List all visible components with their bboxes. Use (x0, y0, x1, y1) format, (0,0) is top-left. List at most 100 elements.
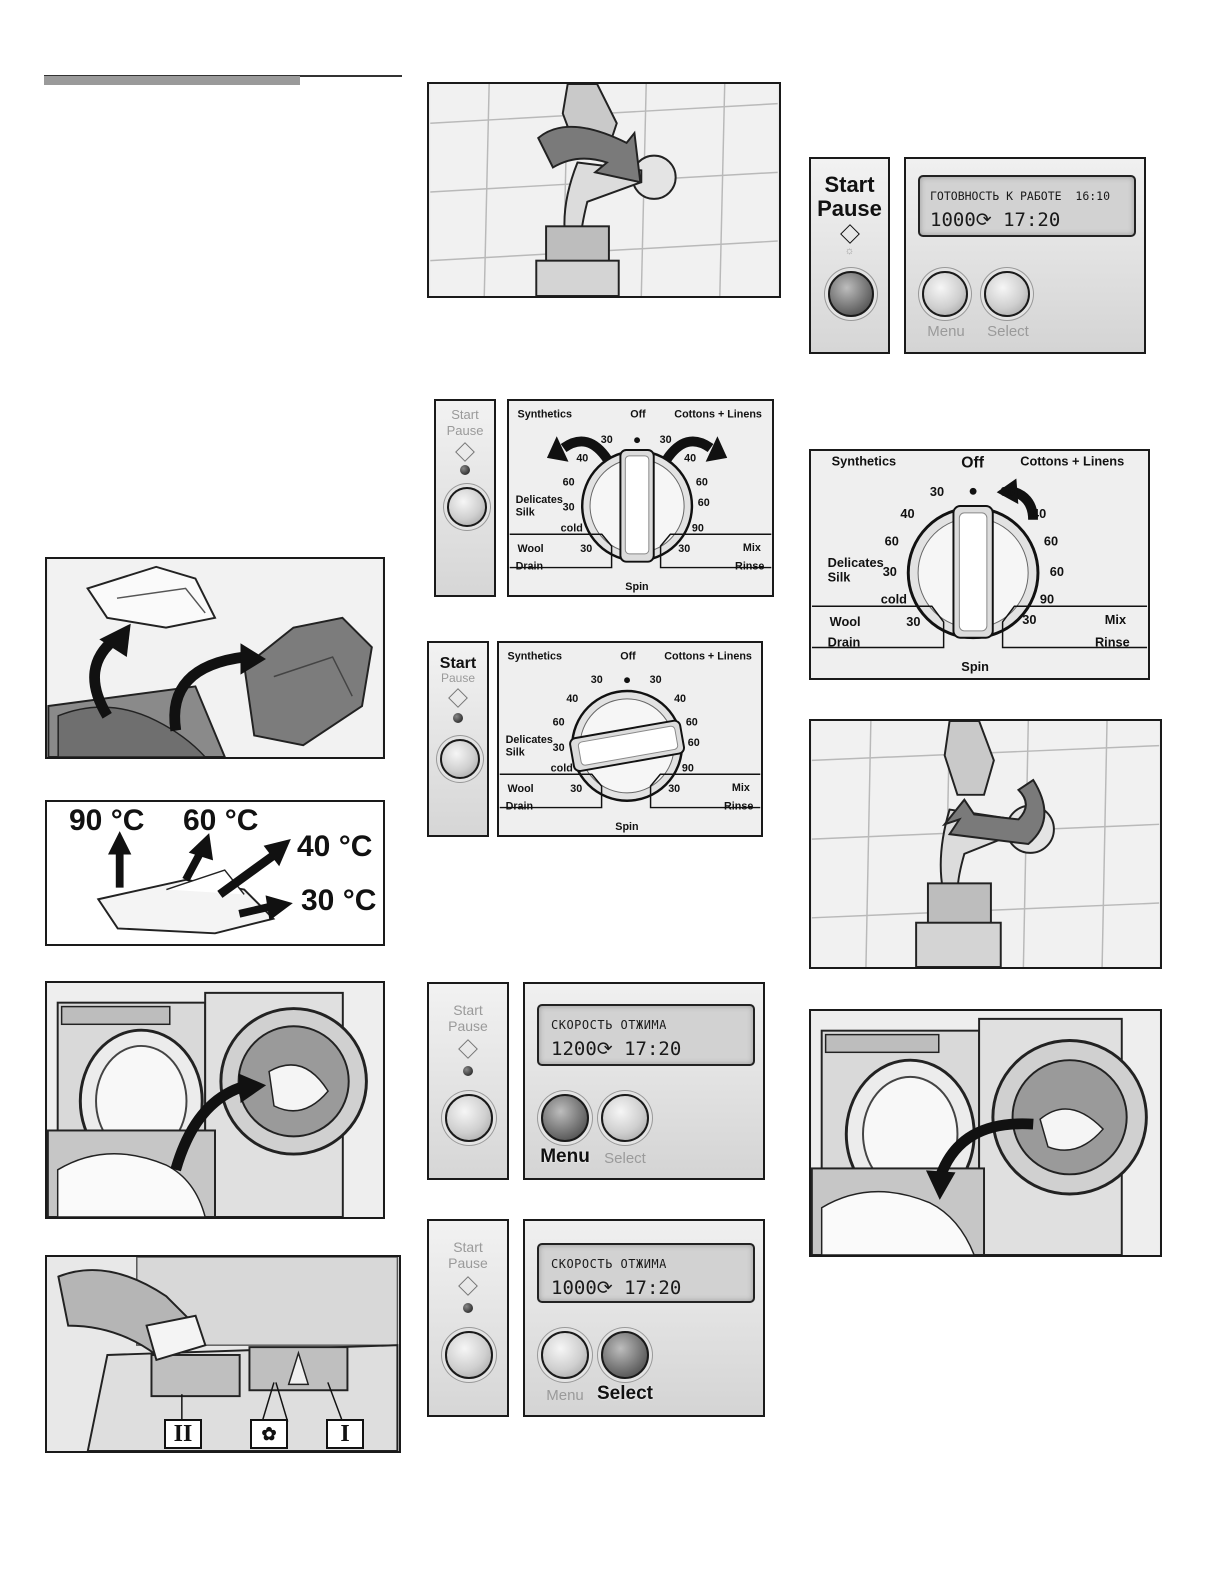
status-led (463, 1066, 473, 1076)
dial-30-label: 30 (553, 742, 565, 754)
dial-off-label: Off (620, 651, 636, 663)
dial-spin-label: Spin (615, 821, 638, 833)
washing-drum-icon (811, 1011, 1160, 1255)
dial-synthetics-label: Synthetics (508, 651, 562, 663)
dial-cold-label: cold (561, 522, 583, 534)
dial-cold-label: cold (551, 762, 573, 774)
select-button[interactable] (601, 1094, 649, 1142)
pause-label: Pause (817, 196, 882, 221)
start-pause-button[interactable] (447, 487, 487, 527)
water-tap-icon (811, 721, 1160, 967)
dial-30-label: 30 (601, 434, 613, 446)
menu-label: Menu (927, 323, 965, 340)
dial-mix-label: Mix (1105, 612, 1126, 627)
dial-wool-label: Wool (508, 783, 534, 795)
program-dial-panel: Synthetics Off Cottons + Linens 30 30 40… (507, 399, 774, 597)
temperature-arrows-icon (49, 802, 381, 944)
dial-rinse-label: Rinse (724, 801, 753, 813)
dial-off-label: Off (961, 455, 984, 472)
dial-40-label: 40 (1032, 506, 1046, 521)
dial-silk-label: Silk (828, 570, 852, 585)
dial-rinse-label: Rinse (735, 561, 764, 573)
dial-60-label: 60 (688, 737, 700, 749)
program-dial[interactable]: Synthetics Off Cottons + Linens 30 30 40… (499, 643, 761, 835)
load-drum-illustration (45, 981, 385, 1219)
header-rule-bar (44, 76, 300, 85)
dial-60-label: 60 (1050, 564, 1064, 579)
compartment-2-label: II (164, 1419, 202, 1449)
dial-30-label: 30 (570, 783, 582, 795)
lcd-line-2: 1000⟳ 17:20 (551, 1277, 682, 1299)
laundry-sort-icon (47, 559, 382, 757)
start-pause-button[interactable] (828, 271, 874, 317)
menu-button[interactable] (541, 1094, 589, 1142)
unload-drum-illustration (809, 1009, 1162, 1257)
dial-drain-label: Drain (516, 561, 544, 573)
dial-60-label: 60 (686, 716, 698, 728)
display-panel: СКОРОСТЬ ОТЖИМА 1000⟳ 17:20 Menu Select (523, 1219, 765, 1417)
program-dial[interactable]: Synthetics Off Cottons + Linens 30 30 40… (509, 401, 772, 595)
dial-cold-label: cold (881, 591, 907, 606)
temp-30-label: 30 °C (301, 884, 377, 917)
washing-drum-icon (47, 983, 383, 1217)
start-label: Start (453, 1239, 483, 1255)
dial-30-label: 30 (668, 783, 680, 795)
start-pause-panel: Start Pause ☼ (809, 157, 890, 354)
lcd-display: СКОРОСТЬ ОТЖИМА 1000⟳ 17:20 (537, 1243, 755, 1303)
select-button[interactable] (984, 271, 1030, 317)
select-button[interactable] (601, 1331, 649, 1379)
dial-delicates-label: Delicates (516, 494, 563, 506)
dial-wool-label: Wool (830, 614, 861, 629)
compartment-1-label: I (326, 1419, 364, 1449)
start-pause-button[interactable] (445, 1094, 493, 1142)
dial-spin-label: Spin (625, 581, 648, 593)
start-label: Start (439, 655, 477, 672)
dial-30-label: 30 (580, 543, 592, 555)
dial-40-label: 40 (900, 506, 914, 521)
lcd-line-1: ГОТОВНОСТЬ К РАБОТЕ 16:10 (930, 189, 1111, 203)
lcd-display: СКОРОСТЬ ОТЖИМА 1200⟳ 17:20 (537, 1004, 755, 1066)
pause-label: Pause (448, 1255, 488, 1271)
select-label: Select (987, 323, 1029, 340)
select-label: Select (597, 1383, 653, 1404)
temperature-sort-illustration: 90 °C 60 °C 40 °C 30 °C (45, 800, 385, 946)
program-dial[interactable]: Synthetics Off Cottons + Linens 30 30 40… (811, 451, 1148, 678)
dial-silk-label: Silk (516, 507, 535, 519)
dial-30-label: 30 (1022, 612, 1036, 627)
menu-label: Menu (540, 1146, 590, 1167)
start-pause-button[interactable] (445, 1331, 493, 1379)
start-pause-panel: Start Pause (427, 1219, 509, 1417)
dial-drain-label: Drain (828, 635, 861, 650)
dial-40-label: 40 (566, 693, 578, 705)
status-led (460, 465, 470, 475)
dial-wool-label: Wool (518, 543, 544, 555)
detergent-dispenser-illustration: II ✿ I (45, 1255, 401, 1453)
dial-60-label: 60 (1044, 533, 1058, 548)
menu-button[interactable] (922, 271, 968, 317)
menu-button[interactable] (541, 1331, 589, 1379)
dial-30-label: 30 (930, 484, 944, 499)
dial-spin-label: Spin (961, 659, 989, 674)
dial-40-label: 40 (684, 453, 696, 465)
close-tap-illustration (809, 719, 1162, 969)
dial-30-label: 30 (678, 543, 690, 555)
dial-delicates-label: Delicates (828, 555, 884, 570)
start-pause-panel: Start Pause (434, 399, 496, 597)
temp-60-label: 60 °C (183, 804, 259, 837)
lcd-line-2: 1200⟳ 17:20 (551, 1038, 682, 1060)
status-led (453, 713, 463, 723)
start-pause-button[interactable] (440, 739, 480, 779)
dial-cottons-label: Cottons + Linens (664, 651, 752, 663)
dial-silk-label: Silk (506, 747, 525, 759)
dial-30-label: 30 (660, 434, 672, 446)
lcd-line-1: СКОРОСТЬ ОТЖИМА (551, 1257, 667, 1271)
dial-mix-label: Mix (743, 542, 761, 554)
dial-rinse-label: Rinse (1095, 635, 1130, 650)
pause-label: Pause (440, 671, 476, 685)
dispenser-drawer-icon (48, 1257, 399, 1451)
dial-delicates-label: Delicates (506, 734, 553, 746)
start-pause-panel: Start Pause (427, 982, 509, 1180)
lcd-display: ГОТОВНОСТЬ К РАБОТЕ 16:10 1000⟳ 17:20 (918, 175, 1136, 237)
water-tap-icon (430, 84, 778, 296)
start-diamond-icon (839, 224, 860, 244)
